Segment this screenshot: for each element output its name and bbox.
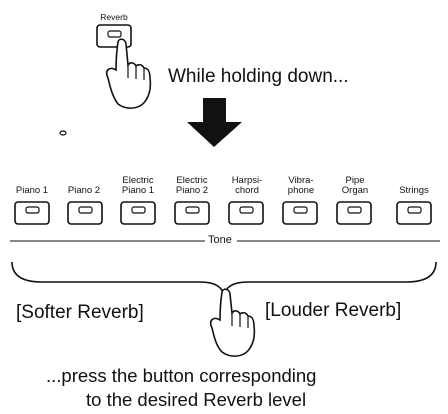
instruction-bottom-line1: ...press the button corresponding: [46, 365, 317, 386]
tone-label-harpsichord: Harpsi- chord: [231, 175, 263, 196]
instruction-bottom-line2: to the desired Reverb level: [86, 389, 307, 410]
louder-reverb-label: [Louder Reverb]: [265, 300, 402, 321]
tone-label-piano-1: Piano 1: [15, 185, 49, 196]
reverb-label: Reverb: [100, 12, 128, 22]
tone-label-pipe-organ: Pipe Organ: [341, 175, 369, 196]
tone-label-electric-piano-1: Electric Piano 1: [121, 175, 155, 196]
tone-label-vibraphone: Vibra- phone: [287, 175, 315, 196]
tone-label-strings: Strings: [399, 185, 429, 196]
softer-reverb-label: [Softer Reverb]: [16, 302, 144, 323]
tone-group-label: Tone: [208, 234, 232, 246]
tone-label-piano-2: Piano 2: [67, 185, 101, 196]
instruction-top: While holding down...: [168, 66, 349, 87]
tone-label-electric-piano-2: Electric Piano 2: [175, 175, 209, 196]
